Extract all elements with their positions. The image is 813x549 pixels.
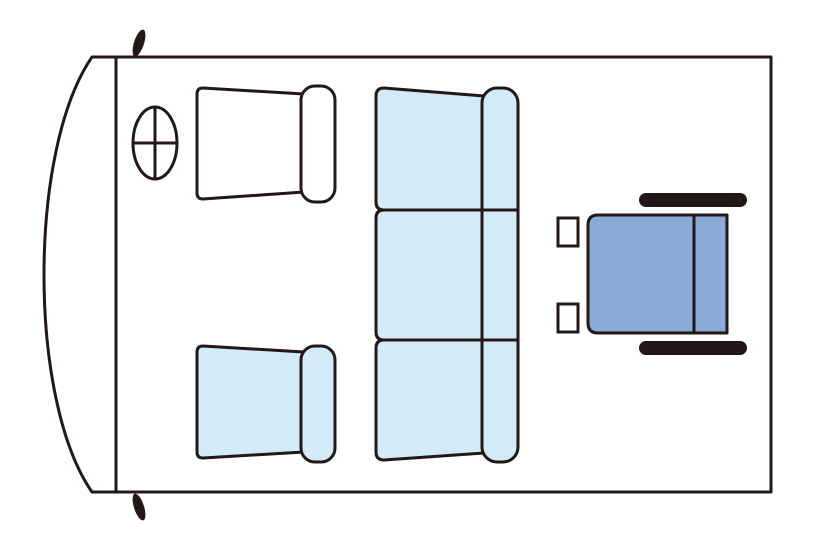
rear-bench-seat-left	[374, 86, 486, 212]
wheelchair-seat	[586, 213, 729, 335]
rear-bench-seat-right	[374, 338, 486, 462]
wheelchair-icon	[556, 193, 747, 355]
rear-bench-backrest	[480, 86, 520, 464]
driver-seat	[195, 84, 337, 204]
rear-bench-seat	[374, 86, 520, 464]
front-passenger-seat	[195, 344, 337, 464]
left-mirror	[132, 29, 146, 57]
wheelchair-footrest-top	[556, 216, 580, 248]
rear-bench-seat-center	[374, 208, 486, 342]
wheelchair-footrest-bottom	[556, 302, 580, 334]
steering-wheel-icon	[131, 105, 179, 181]
right-mirror	[132, 493, 146, 521]
